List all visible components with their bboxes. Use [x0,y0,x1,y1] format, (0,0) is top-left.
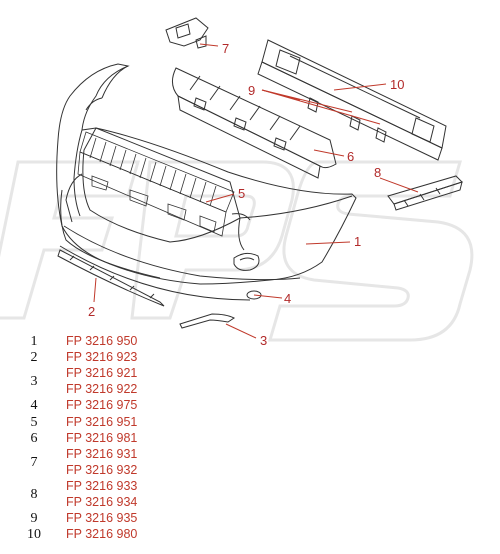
callout-9: 9 [248,83,256,98]
callout-7: 7 [222,41,230,56]
callout-6: 6 [347,149,355,164]
lower-trim-strip [57,249,165,307]
legend-code: FP 3216 932 [66,463,138,477]
callout-8: 8 [374,165,382,180]
legend-number: 3 [30,374,38,389]
legend-number: 4 [30,398,38,413]
legend-row: 8 FP 3216 933 FP 3216 934 [22,479,222,511]
legend-code: FP 3216 934 [66,495,138,509]
legend-code: FP 3216 980 [66,527,138,541]
legend-number: 7 [30,455,38,470]
legend-code: FP 3216 933 [66,479,138,493]
lower-side-trim [179,313,235,329]
legend-row: 10 FP 3216 980 [22,527,222,542]
mounting-bracket [165,17,209,49]
energy-absorber [172,67,337,179]
legend-row: 7 FP 3216 931 FP 3216 932 [22,447,222,479]
legend-number: 8 [30,487,38,502]
legend-code: FP 3216 935 [66,511,138,525]
legend-code: FP 3216 921 [66,366,138,380]
legend-row: 1 FP 3216 950 [22,334,222,349]
callout-5: 5 [238,186,246,201]
legend-row: 5 FP 3216 951 [22,415,222,430]
bumper-cover [56,63,357,301]
legend-number: 1 [30,334,38,349]
legend-row: 9 FP 3216 935 [22,511,222,526]
legend-code: FP 3216 922 [66,382,138,396]
legend-row: 6 FP 3216 981 [22,431,222,446]
legend-row: 4 FP 3216 975 [22,398,222,413]
legend-code: FP 3216 950 [66,334,138,348]
reinforcement-beam [257,39,447,161]
legend-row: 3 FP 3216 921 FP 3216 922 [22,366,222,398]
legend-number: 9 [30,511,38,526]
callout-4: 4 [284,291,292,306]
legend-number: 10 [27,527,41,542]
legend-code: FP 3216 981 [66,431,138,445]
parts-legend: 1 FP 3216 950 2 FP 3216 923 3 FP 3216 92… [22,334,222,542]
legend-row: 2 FP 3216 923 [22,350,222,365]
callout-1: 1 [354,234,362,249]
leader-lines [93,43,419,339]
legend-code: FP 3216 975 [66,398,138,412]
callout-3: 3 [260,333,268,348]
legend-code: FP 3216 931 [66,447,138,461]
fps-watermark-logo [0,160,474,342]
fog-light-cover [246,290,262,300]
legend-number: 6 [30,431,38,446]
callout-2: 2 [88,304,96,319]
legend-code: FP 3216 951 [66,415,138,429]
side-bracket [387,175,463,211]
legend-number: 2 [30,350,38,365]
legend-number: 5 [30,415,38,430]
grille-insert [77,131,235,237]
legend-code: FP 3216 923 [66,350,138,364]
callout-10: 10 [390,77,405,92]
